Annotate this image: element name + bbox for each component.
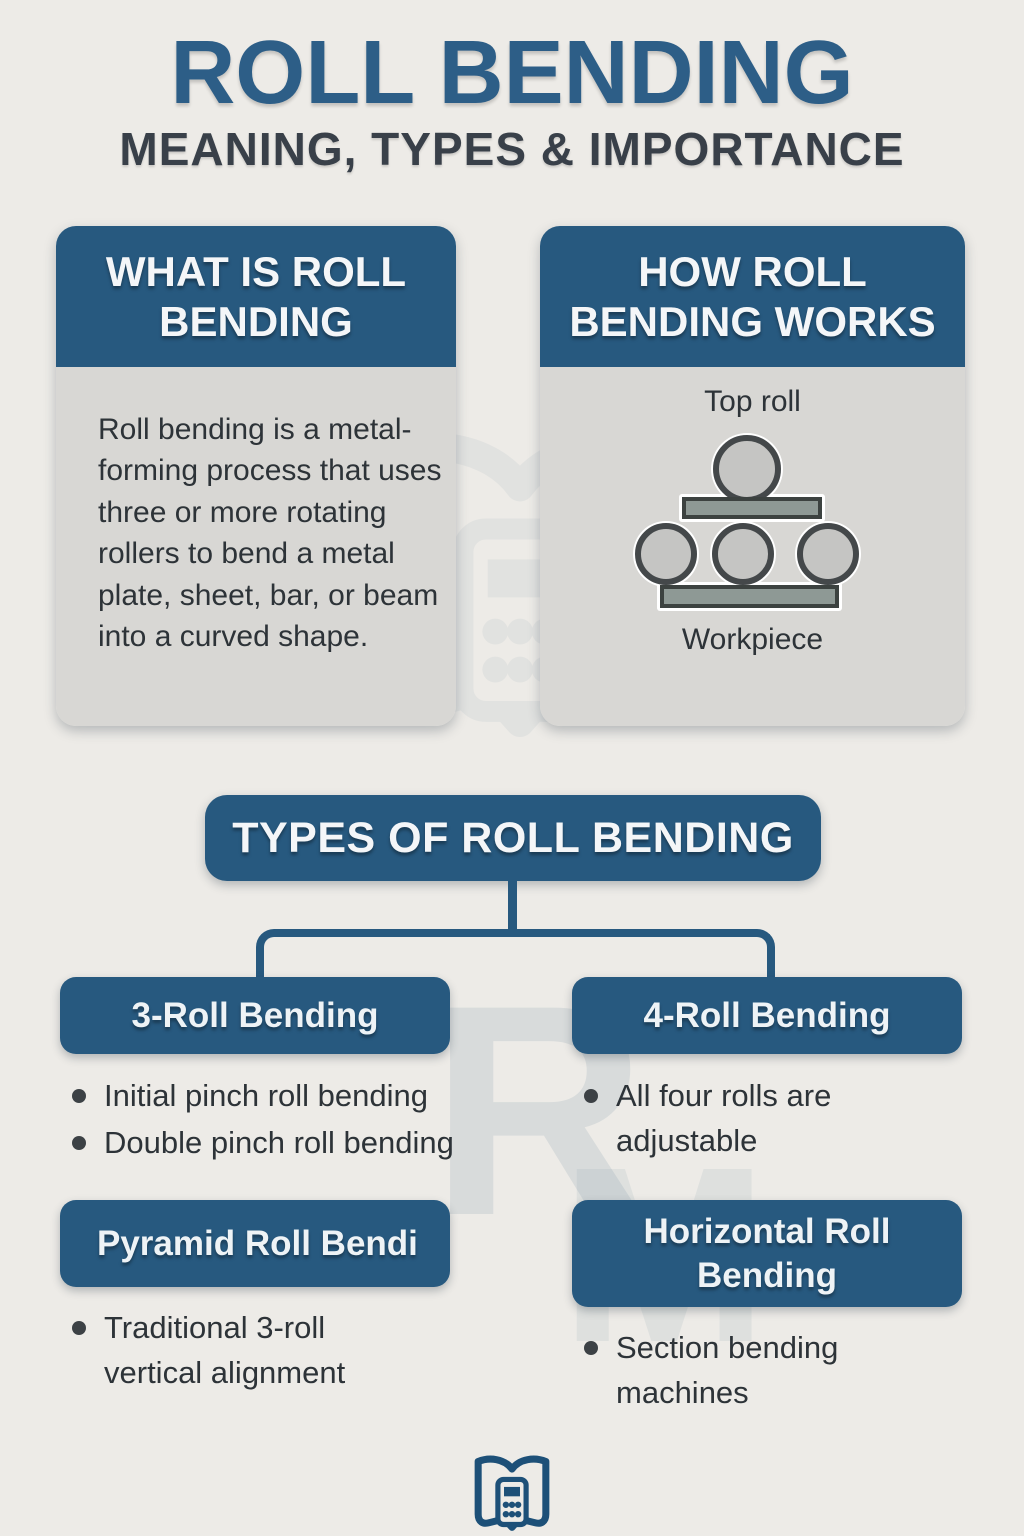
page-title: ROLL BENDING bbox=[170, 23, 854, 123]
bullet-item: Double pinch roll bending bbox=[62, 1121, 502, 1166]
upper-plate bbox=[682, 497, 822, 519]
types-banner: TYPES OF ROLL BENDING bbox=[205, 795, 821, 881]
definition-text: Roll bending is a metal-forming process … bbox=[98, 413, 442, 653]
diagram-card-body: Top roll Workpiece bbox=[540, 367, 965, 726]
bullets-4-roll: All four rolls are adjustable bbox=[574, 1074, 919, 1166]
diagram-card-title: HOW ROLL BENDING WORKS bbox=[540, 226, 965, 367]
definition-card: WHAT IS ROLL BENDING Roll bending is a m… bbox=[56, 226, 456, 726]
roll-bending-diagram bbox=[633, 433, 861, 611]
bullet-item: Section bending machines bbox=[574, 1326, 874, 1416]
tree-connector-stem bbox=[508, 878, 517, 934]
type-card-horizontal: Horizontal Roll Bending bbox=[572, 1200, 962, 1307]
bullet-item: Traditional 3-roll vertical alignment bbox=[62, 1306, 392, 1396]
type-card-4-roll: 4-Roll Bending bbox=[572, 977, 962, 1054]
type-card-3-roll: 3-Roll Bending bbox=[60, 977, 450, 1054]
type-card-pyramid: Pyramid Roll Bendi bbox=[60, 1200, 450, 1287]
bullet-item: All four rolls are adjustable bbox=[574, 1074, 919, 1164]
bullets-3-roll: Initial pinch roll bending Double pinch … bbox=[62, 1074, 502, 1168]
definition-card-body: Roll bending is a metal-forming process … bbox=[56, 367, 456, 726]
page-subtitle: MEANING, TYPES & IMPORTANCE bbox=[119, 123, 905, 175]
book-calculator-logo-icon bbox=[465, 1451, 559, 1536]
bullets-horizontal: Section bending machines bbox=[574, 1326, 874, 1418]
definition-card-title: WHAT IS ROLL BENDING bbox=[56, 226, 456, 367]
bullets-pyramid: Traditional 3-roll vertical alignment bbox=[62, 1306, 392, 1398]
bottom-roll bbox=[635, 523, 697, 585]
workpiece-plate bbox=[660, 585, 839, 608]
workpiece-label: Workpiece bbox=[681, 623, 824, 656]
tree-connector-bracket bbox=[256, 929, 775, 977]
bottom-roll bbox=[712, 523, 774, 585]
top-roll bbox=[713, 435, 781, 503]
bullet-item: Initial pinch roll bending bbox=[62, 1074, 502, 1119]
diagram-card: HOW ROLL BENDING WORKS Top roll bbox=[540, 226, 965, 726]
top-roll-label: Top roll bbox=[704, 385, 801, 418]
bottom-roll bbox=[797, 523, 859, 585]
